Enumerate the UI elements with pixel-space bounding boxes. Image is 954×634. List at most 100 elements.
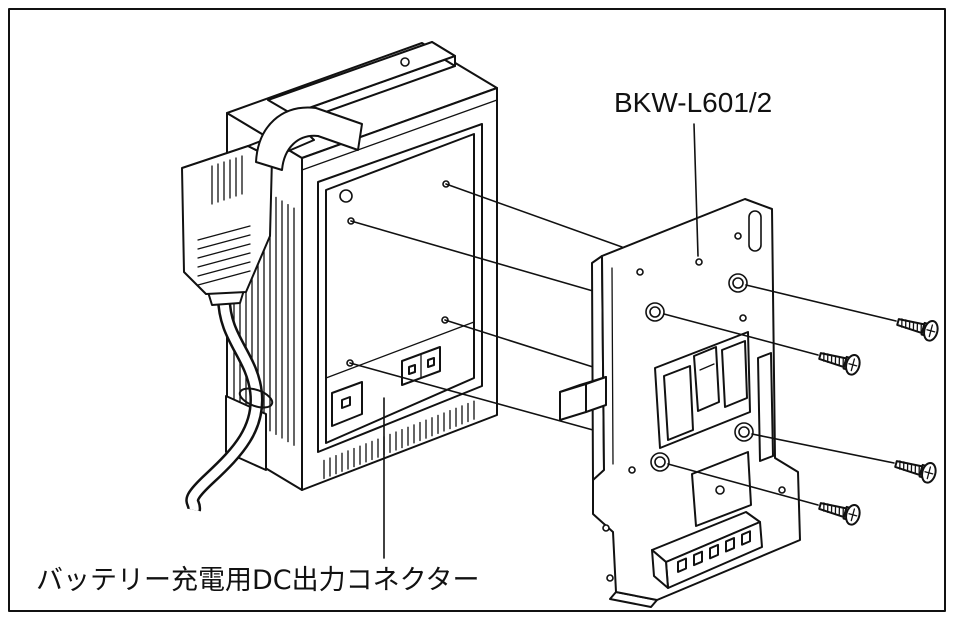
screw-cross-slot	[848, 513, 858, 517]
plug-grip-rib	[197, 225, 251, 241]
screw-thread	[903, 461, 905, 471]
plug-grip-rib	[197, 270, 251, 286]
terminal-pin	[725, 537, 735, 553]
plate-right-rail	[757, 352, 774, 462]
screw-guide-line	[751, 433, 895, 464]
plate-small-hole	[602, 524, 610, 532]
guide-line	[349, 362, 594, 431]
screw-bore	[654, 456, 666, 468]
plug-strap	[255, 106, 363, 171]
screw-bore	[649, 306, 661, 318]
dc-plug-side	[585, 376, 607, 413]
unit-front-bevel	[301, 99, 498, 171]
ridge-screw	[400, 57, 410, 67]
terminal-side	[651, 549, 669, 589]
screw-thread	[912, 321, 915, 331]
v-mount-latch-line	[699, 363, 715, 371]
panel-divider	[325, 321, 475, 379]
screw-thread	[918, 465, 920, 475]
screw-guide-line	[663, 313, 819, 356]
screw-thread	[827, 503, 829, 513]
front-panel	[317, 123, 483, 453]
screw	[818, 352, 861, 376]
screw-thread	[908, 320, 911, 330]
v-mount-latch	[693, 346, 720, 412]
figure-frame	[8, 8, 946, 612]
plate-lower-block	[691, 451, 752, 527]
screw-shaft	[896, 318, 926, 335]
screw-thread	[830, 504, 833, 514]
plug-grip-rib	[197, 252, 251, 268]
terminal-pin	[709, 543, 719, 560]
screw-thread	[834, 355, 837, 365]
plate-small-hole	[734, 232, 742, 240]
model-label: BKW-L601/2	[614, 87, 772, 118]
screw-bore	[738, 426, 750, 438]
screw-thread	[916, 322, 919, 332]
screw	[896, 318, 939, 342]
screw-thread	[910, 463, 913, 473]
screw-shaft	[818, 502, 848, 519]
screw-shaft	[894, 460, 924, 477]
screw-thread	[823, 502, 825, 512]
screw-thread	[914, 464, 917, 474]
screw-thread	[920, 323, 922, 333]
screw-hole-2	[645, 302, 665, 322]
screw-thread	[842, 357, 844, 367]
v-mount-left-wedge	[663, 365, 694, 441]
plate-small-hole	[628, 466, 636, 474]
screw-cross-slot	[926, 329, 936, 333]
screw-thread	[901, 318, 903, 328]
screw	[818, 502, 861, 526]
mounting-screws	[818, 318, 939, 526]
v-mount	[654, 331, 751, 449]
left-switch	[331, 381, 363, 427]
plug-ribs	[211, 155, 243, 205]
power-cable	[185, 297, 264, 512]
guide-line	[444, 319, 594, 368]
cable-core	[187, 297, 261, 511]
screw-thread	[899, 460, 901, 470]
guide-line	[350, 220, 594, 292]
screw-thread	[905, 319, 907, 329]
screw-thread	[834, 505, 837, 515]
screw-thread	[827, 353, 829, 363]
screw-shaft	[818, 352, 848, 369]
screw-thread	[838, 506, 841, 516]
panel-marker-hole	[339, 189, 353, 203]
assembly-guide-lines	[349, 183, 623, 431]
screw-thread	[842, 507, 844, 517]
unit-top-ridge	[267, 41, 456, 125]
plate-top-slot	[748, 210, 762, 252]
plate-small-hole	[606, 574, 614, 582]
plate-small-hole	[778, 486, 786, 494]
v-mount-right-wedge	[721, 340, 748, 408]
screw-hole-3	[734, 422, 754, 442]
terminal-pins	[677, 530, 751, 573]
guide-line	[445, 183, 623, 248]
screw-cross-slot	[848, 363, 858, 367]
screw-thread	[838, 356, 841, 366]
dc-connector-socket	[408, 364, 416, 375]
dc-plug	[559, 376, 607, 421]
screw-guide-line	[745, 284, 897, 322]
plate-small-hole	[636, 268, 644, 276]
plug-grip-rib	[197, 234, 251, 250]
terminal-pin	[693, 550, 703, 567]
cable-clamp	[238, 387, 274, 409]
connector-label: バッテリー充電用DC出力コネクター	[36, 565, 480, 596]
plate-small-hole	[739, 314, 747, 322]
plug-grip-rib	[197, 261, 251, 277]
screw-hole-4	[650, 452, 670, 472]
model-leader-line	[693, 123, 699, 257]
screw-thread	[823, 352, 825, 362]
mounting-plate	[591, 198, 801, 608]
plate-small-hole	[695, 258, 703, 266]
lower-block-hole	[715, 485, 725, 495]
charger-unit	[181, 41, 498, 512]
screw-bore	[732, 277, 744, 289]
terminal-pin	[741, 530, 751, 546]
screw-hole-1	[728, 273, 748, 293]
terminal-block	[651, 511, 763, 589]
